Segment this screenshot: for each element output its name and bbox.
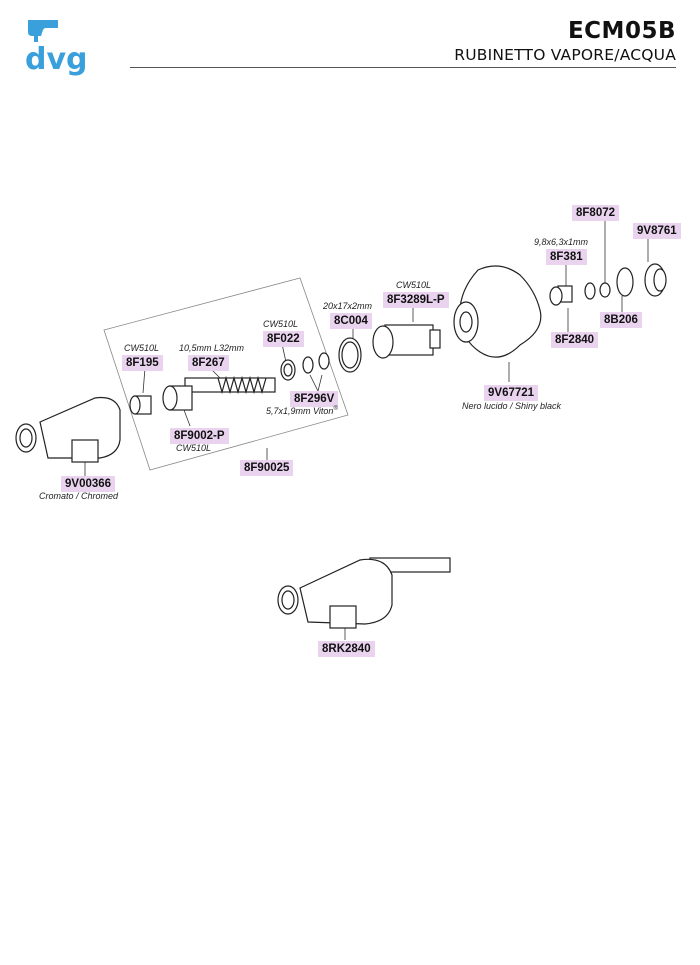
part-8b206-shape bbox=[616, 267, 634, 297]
label-8f267: 8F267 bbox=[188, 355, 229, 371]
part-9v00366-body bbox=[15, 396, 121, 463]
part-8f381-shape bbox=[584, 282, 596, 300]
label-8b206: 8B206 bbox=[600, 312, 642, 328]
logo-text: dvg bbox=[25, 42, 88, 77]
spec-8f267: 10,5mm L32mm bbox=[179, 343, 245, 353]
spec-8f381: 9,8x6,3x1mm bbox=[534, 237, 589, 247]
label-8f022: 8F022 bbox=[263, 331, 304, 347]
part-8f9002-shape bbox=[162, 385, 193, 411]
label-8f296v: 8F296V bbox=[290, 391, 339, 407]
finish-9v00366: Cromato / Chromed bbox=[39, 491, 119, 501]
spec-8c004: 20x17x2mm bbox=[323, 301, 373, 311]
part-9v67721-knob bbox=[453, 265, 542, 358]
part-8f2840-shape bbox=[549, 285, 573, 306]
part-8f022-shape bbox=[280, 359, 296, 381]
label-9v00366: 9V00366 bbox=[61, 476, 116, 492]
part-9v8761-shape bbox=[644, 263, 667, 297]
label-8f3289: 8F3289L-P bbox=[383, 292, 449, 308]
part-8f296v-ring-a bbox=[302, 356, 314, 374]
part-8f267-spring bbox=[184, 375, 276, 395]
label-9v67721: 9V67721 bbox=[484, 385, 539, 401]
part-8f195-shape bbox=[129, 395, 152, 415]
label-9v8761: 9V8761 bbox=[633, 223, 681, 239]
material-8f3289: CW510L bbox=[396, 280, 432, 290]
part-8f296v-ring-b bbox=[318, 352, 330, 370]
assembly-kit-outline bbox=[103, 277, 349, 471]
header-divider bbox=[130, 67, 676, 68]
dvg-logo: dvg bbox=[24, 16, 94, 83]
material-8f195: CW510L bbox=[124, 343, 160, 353]
label-8rk2840: 8RK2840 bbox=[318, 641, 375, 657]
leader-lines bbox=[84, 218, 649, 640]
part-8rk2840-assembly bbox=[277, 557, 451, 629]
label-8f195: 8F195 bbox=[122, 355, 163, 371]
label-8c004: 8C004 bbox=[330, 313, 372, 329]
material-8f9002: CW510L bbox=[176, 443, 212, 453]
label-8f2840: 8F2840 bbox=[551, 332, 599, 348]
label-8f8072: 8F8072 bbox=[572, 205, 620, 221]
part-8f3289-shape bbox=[372, 324, 441, 359]
label-8f90025: 8F90025 bbox=[240, 460, 294, 476]
part-8c004-shape bbox=[338, 337, 362, 373]
material-8f022: CW510L bbox=[263, 319, 299, 329]
model-description: RUBINETTO VAPORE/ACQUA bbox=[454, 46, 676, 64]
label-8f381: 8F381 bbox=[546, 249, 587, 265]
model-title: ECM05B bbox=[567, 18, 676, 44]
spec-8f296v: 5,7x1,9mm Viton® bbox=[266, 406, 338, 416]
finish-9v67721: Nero lucido / Shiny black bbox=[462, 401, 562, 411]
part-8f8072-shape bbox=[599, 282, 611, 298]
label-8f9002: 8F9002-P bbox=[170, 428, 229, 444]
